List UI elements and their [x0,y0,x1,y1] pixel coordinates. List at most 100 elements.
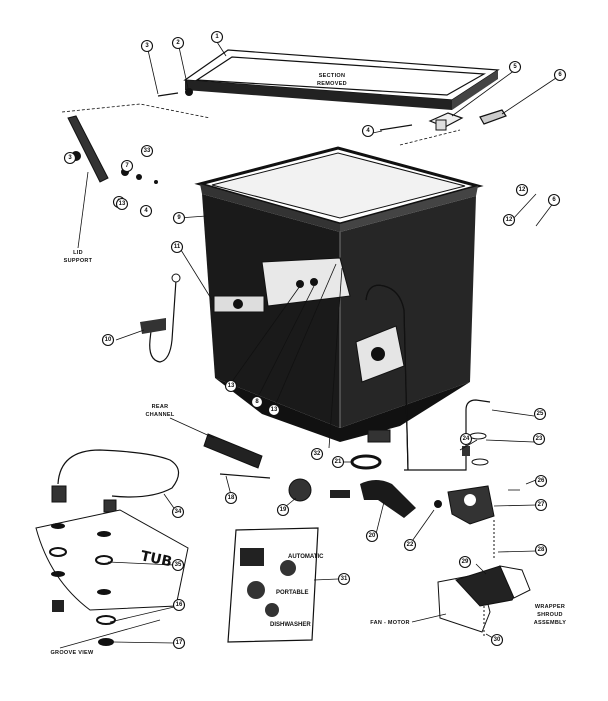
callout-23: 23 [532,432,546,446]
section-removed-label-1: SECTION [319,73,346,79]
booklet-line-1: AUTOMATIC [288,554,324,560]
svg-text:13: 13 [119,201,126,207]
svg-text:5: 5 [513,64,517,70]
svg-text:3: 3 [68,155,72,161]
svg-text:22: 22 [407,542,414,548]
svg-text:18: 18 [228,495,235,501]
svg-text:7: 7 [125,163,129,169]
callout-22: 22 [403,538,417,552]
callout-4b: 4 [139,204,153,218]
svg-text:25: 25 [537,411,544,417]
callout-12a: 12 [502,213,516,227]
callout-29: 29 [458,555,472,569]
callout-26: 26 [534,474,548,488]
svg-text:10: 10 [105,337,112,343]
section-removed-label-2: REMOVED [317,81,347,87]
hinge-bracket [379,109,507,146]
svg-text:12: 12 [519,187,526,193]
svg-text:20: 20 [369,533,376,539]
lid-support-label-1: LID [73,250,83,256]
groove-view-label: GROOVE VIEW [50,650,94,656]
callout-13c: 13 [115,197,129,211]
instruction-booklet: AUTOMATIC PORTABLE DISHWASHER [227,527,324,643]
wrapper-shroud-label-2: SHROUD [537,612,563,618]
wrapper-shroud-label-3: ASSEMBLY [534,620,566,626]
fan-motor-shroud: FAN - MOTOR WRAPPER SHROUD ASSEMBLY [370,565,566,636]
svg-text:16: 16 [176,602,183,608]
booklet-line-2: PORTABLE [276,590,309,596]
callout-16: 16 [172,598,186,612]
svg-text:3: 3 [145,43,149,49]
callout-20: 20 [365,529,379,543]
svg-text:32: 32 [314,451,321,457]
svg-text:4: 4 [366,128,370,134]
callout-5: 5 [508,60,522,74]
seal-stack-right [95,531,116,646]
svg-text:13: 13 [228,383,235,389]
svg-text:28: 28 [538,547,545,553]
seal-stack-left [49,523,67,612]
svg-text:29: 29 [462,559,469,565]
svg-text:24: 24 [463,436,470,442]
callout-1: 1 [210,30,224,44]
fill-hose [51,449,180,513]
callout-31: 31 [337,572,351,586]
callout-28: 28 [534,543,548,557]
callout-17: 17 [172,636,186,650]
svg-text:6: 6 [558,72,562,78]
callout-11: 11 [170,240,184,254]
callout-7: 7 [120,159,134,173]
callout-leaders [107,41,560,644]
top-rim-frame: SECTION REMOVED [183,49,500,110]
callout-3a: 3 [140,39,154,53]
svg-text:17: 17 [176,640,183,646]
callout-4a: 4 [361,124,375,138]
rear-channel-label-2: CHANNEL [146,412,175,418]
callout-19: 19 [276,503,290,517]
callout-2: 2 [171,36,185,50]
svg-text:23: 23 [536,436,543,442]
callout-35: 35 [171,558,185,572]
callout-24: 24 [459,432,473,446]
fill-valve-assembly [447,485,520,560]
wash-arm-inlet [140,273,181,363]
svg-text:12: 12 [506,217,513,223]
callout-13a: 13 [224,379,238,393]
svg-text:34: 34 [175,509,182,515]
svg-text:4: 4 [144,208,148,214]
fan-motor-label: FAN - MOTOR [370,620,410,626]
callout-34: 34 [171,505,185,519]
svg-text:31: 31 [341,576,348,582]
lid-support-label-2: SUPPORT [64,258,93,264]
rear-channel: REAR CHANNEL [146,404,263,469]
callout-18: 18 [224,491,238,505]
svg-text:19: 19 [280,507,287,513]
callout-3b: 3 [63,151,77,165]
svg-text:2: 2 [176,40,180,46]
rear-channel-label-1: REAR [152,404,169,410]
svg-text:13: 13 [271,407,278,413]
booklet-line-3: DISHWASHER [270,622,311,628]
lid-support-arm: LID SUPPORT [61,103,211,264]
callout-9: 9 [172,211,186,225]
callout-12b: 12 [515,183,529,197]
callout-27: 27 [534,498,548,512]
wrapper-shroud-label-1: WRAPPER [535,604,565,610]
callout-30: 30 [490,633,504,647]
svg-text:8: 8 [255,399,259,405]
vent-tube [404,399,491,471]
svg-text:27: 27 [538,502,545,508]
svg-text:6: 6 [552,197,556,203]
callout-32: 32 [310,447,324,461]
svg-text:11: 11 [174,244,181,250]
svg-text:35: 35 [175,562,182,568]
svg-text:1: 1 [215,34,219,40]
callout-6a: 6 [553,68,567,82]
svg-text:9: 9 [177,215,181,221]
tub-body [194,146,484,471]
pump-fittings [219,454,442,518]
callout-25: 25 [533,407,547,421]
svg-text:33: 33 [144,148,151,154]
callout-8b: 8 [250,395,264,409]
callout-10: 10 [101,333,115,347]
